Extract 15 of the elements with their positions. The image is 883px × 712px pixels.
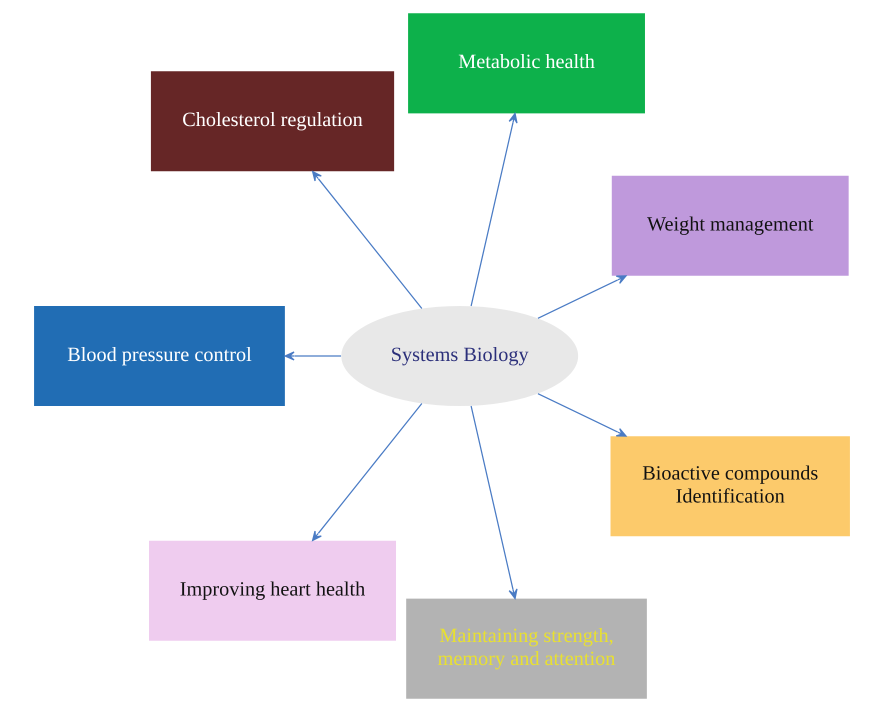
node-box: Improving heart health bbox=[148, 540, 396, 641]
node-box: Bioactive compounds Identification bbox=[610, 436, 850, 536]
node-box: Weight management bbox=[611, 176, 848, 276]
node-box: Metabolic health bbox=[408, 13, 644, 114]
arrow bbox=[537, 275, 626, 319]
arrow bbox=[470, 406, 518, 600]
node-box: Cholesterol regulation bbox=[150, 71, 394, 172]
arrow bbox=[311, 170, 422, 309]
arrow bbox=[311, 403, 422, 542]
node-box: Maintaining strength, memory and attention bbox=[406, 598, 646, 699]
node-box: Blood pressure control bbox=[34, 306, 284, 406]
arrow bbox=[284, 351, 341, 361]
arrow bbox=[470, 112, 518, 306]
node-ellipse: Systems Biology bbox=[340, 306, 578, 406]
arrow bbox=[537, 393, 626, 437]
